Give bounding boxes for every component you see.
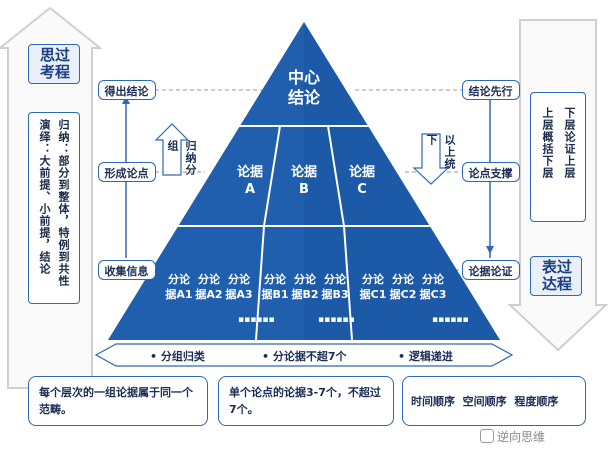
expression-process-heading-box: 表过达程 — [530, 256, 582, 296]
collect-info-label: 收集信息 — [104, 265, 149, 278]
summarize-down-arrow — [412, 133, 450, 185]
thinking-process-box: 归纳：部分到整体，特例到共性 演绎：大前提、小前提，结论 — [28, 112, 80, 304]
bottom-box-category: 每个层次的一组论据属于同一个范畴。 — [28, 376, 208, 426]
sub-argument-c3: 分论 据C3 — [419, 273, 447, 301]
base-item-logic: • 逻辑递进 — [398, 350, 453, 363]
svg-text:▪▪▪▪▪▪: ▪▪▪▪▪▪ — [318, 315, 355, 325]
thinking-process-heading-box: 思过考程 — [28, 44, 80, 84]
left-label-top-box: 得出结论 — [98, 80, 156, 100]
svg-text:▪▪▪▪▪▪: ▪▪▪▪▪▪ — [432, 315, 469, 325]
central-conclusion: 中心 结论 — [287, 68, 320, 107]
group-induction-text: 归纳分组 — [166, 140, 197, 176]
order-rule-text: 时间顺序 空间顺序 程度顺序 — [411, 395, 559, 408]
expression-process-box: 下层论证上层 上层概括下层 — [530, 92, 586, 222]
bottom-box-count: 单个论点的论据3-7个，不超过7个。 — [218, 376, 394, 426]
evidence-proof-label: 论据论证 — [468, 265, 513, 278]
draw-conclusion-label: 得出结论 — [104, 85, 149, 98]
right-label-top-box: 结论先行 — [462, 80, 520, 100]
left-label-bottom-box: 收集信息 — [98, 260, 156, 280]
expression-process-heading: 表过达程 — [541, 258, 572, 293]
sub-argument-a2: 分论 据A2 — [195, 273, 223, 301]
thinking-process-heading: 思过考程 — [39, 46, 70, 81]
argument-c: 论据 C — [348, 165, 375, 197]
group-up-arrow — [154, 123, 190, 176]
sub-argument-a1: 分论 据A1 — [165, 273, 193, 301]
sub-argument-c2: 分论 据C2 — [389, 273, 417, 301]
right-label-middle-box: 论点支撑 — [462, 162, 520, 182]
deduction-text: 演绎：大前提、小前提，结论 — [38, 119, 51, 275]
right-label-bottom-box: 论据论证 — [462, 260, 520, 280]
sub-argument-b1: 分论 据B1 — [261, 273, 289, 301]
watermark: 逆向思维 — [480, 428, 545, 445]
app-logo-icon — [480, 429, 494, 443]
svg-text:▪▪▪▪▪▪: ▪▪▪▪▪▪ — [238, 315, 275, 325]
sub-argument-c1: 分论 据C1 — [359, 273, 387, 301]
sub-argument-a3: 分论 据A3 — [225, 273, 253, 301]
top-governs-bottom-text: 以上统下 — [425, 134, 456, 170]
base-item-limit: • 分论据不超7个 — [262, 350, 347, 363]
base-item-grouping: • 分组归类 — [150, 350, 205, 363]
induction-text: 归纳：部分到整体，特例到共性 — [57, 119, 70, 287]
lower-proves-upper-text: 下层论证上层 — [563, 107, 576, 179]
left-label-middle-box: 形成论点 — [98, 162, 156, 182]
base-bar — [94, 343, 514, 367]
upper-summarizes-lower-text: 上层概括下层 — [541, 107, 554, 179]
sub-argument-b2: 分论 据B2 — [291, 273, 319, 301]
argument-support-label: 论点支撑 — [468, 167, 513, 180]
pyramid — [108, 22, 500, 340]
category-rule-text: 每个层次的一组论据属于同一个范畴。 — [39, 386, 193, 416]
conclusion-first-label: 结论先行 — [468, 85, 513, 98]
sub-argument-b3: 分论 据B3 — [321, 273, 349, 301]
argument-a: 论据 A — [236, 165, 263, 197]
argument-b: 论据 B — [290, 165, 317, 197]
bottom-box-order: 时间顺序 空间顺序 程度顺序 — [402, 376, 586, 426]
count-rule-text: 单个论点的论据3-7个，不超过7个。 — [229, 386, 381, 416]
form-argument-label: 形成论点 — [104, 167, 149, 180]
